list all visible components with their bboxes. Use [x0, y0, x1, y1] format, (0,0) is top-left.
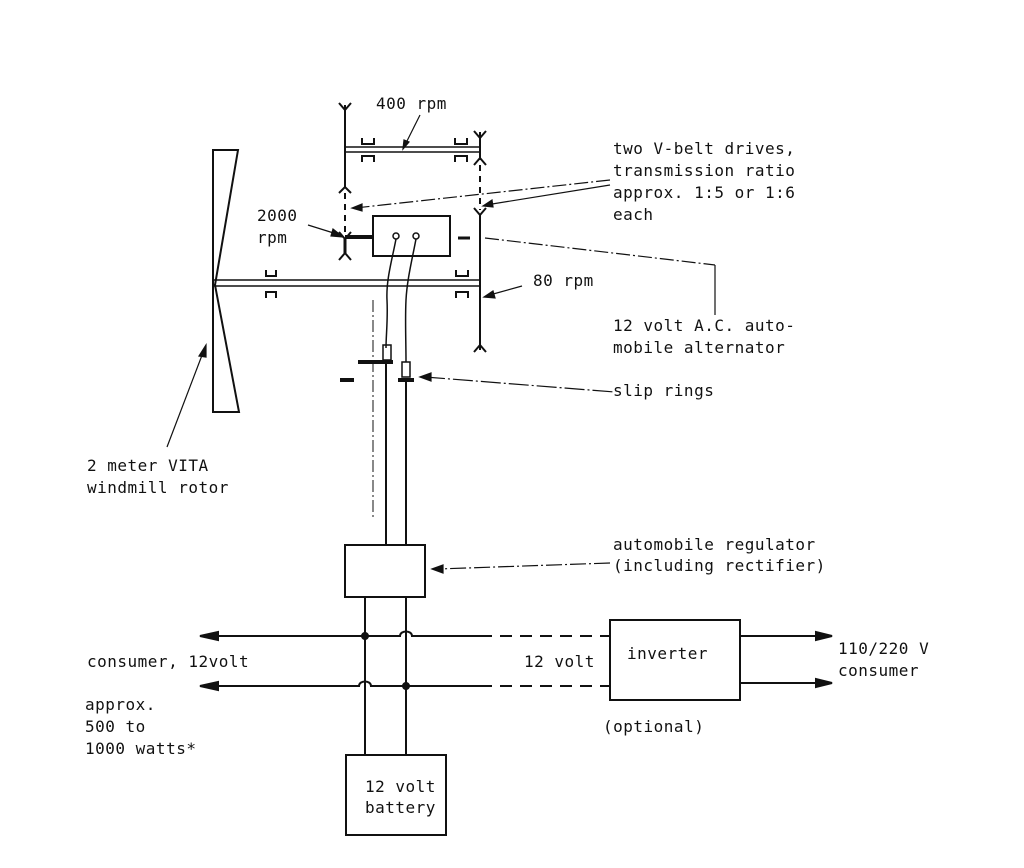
bearing-icon [455, 270, 469, 298]
regulator-box [344, 544, 426, 598]
label-power-1: approx. [85, 695, 156, 714]
dc-bus [199, 630, 610, 692]
label-inverter-optional: (optional) [603, 717, 705, 736]
label-battery-2: battery [365, 798, 436, 817]
label-battery-1: 12 volt [365, 777, 436, 796]
intermediate-shaft [345, 138, 480, 162]
label-regulator-1: automobile regulator [613, 535, 816, 554]
rotor-blade-upper [212, 149, 240, 286]
rotor-blade-lower [212, 284, 241, 413]
label-ac-out-1: 110/220 V [838, 639, 930, 658]
main-shaft [213, 270, 480, 298]
label-ac-out-2: consumer [838, 661, 920, 680]
arrow-right-icon [815, 677, 833, 689]
label-400-rpm: 400 rpm [376, 94, 447, 113]
label-regulator-2: (including rectifier) [613, 556, 826, 575]
label-inverter: inverter [627, 644, 709, 663]
alternator-box [372, 215, 451, 257]
leader-lines [166, 114, 716, 574]
label-alternator-2: mobile alternator [613, 338, 786, 357]
label-vbelt-4: each [613, 205, 654, 224]
left-belt-drive [338, 102, 373, 261]
slip-rings [340, 344, 414, 382]
inverter-box [609, 619, 741, 701]
windmill-rotor [212, 149, 241, 413]
bearing-icon [454, 138, 468, 162]
label-inverter-input: 12 volt [524, 652, 595, 671]
arrow-left-icon [199, 680, 219, 692]
label-power-3: 1000 watts* [85, 739, 197, 758]
label-rotor-2: windmill rotor [87, 478, 229, 497]
label-power-2: 500 to [85, 717, 146, 736]
arrow-left-icon [199, 630, 219, 642]
alternator [372, 215, 451, 363]
label-alternator-1: 12 volt A.C. auto- [613, 316, 796, 335]
label-vbelt-3: approx. 1:5 or 1:6 [613, 183, 796, 202]
bearing-icon [361, 138, 375, 162]
label-consumer-12v: consumer, 12volt [87, 652, 250, 671]
label-rotor-1: 2 meter VITA [87, 456, 209, 475]
label-slip-rings: slip rings [613, 381, 715, 400]
right-belt-drive [473, 130, 487, 353]
label-vbelt-1: two V-belt drives, [613, 139, 796, 158]
bearing-icon [265, 270, 277, 298]
label-2000-rpm: rpm [257, 228, 288, 247]
battery-box [345, 754, 447, 836]
label-80-rpm: 80 rpm [533, 271, 594, 290]
label-vbelt-2: transmission ratio [613, 161, 796, 180]
arrow-right-icon [815, 630, 833, 642]
label-2000: 2000 [257, 206, 298, 225]
